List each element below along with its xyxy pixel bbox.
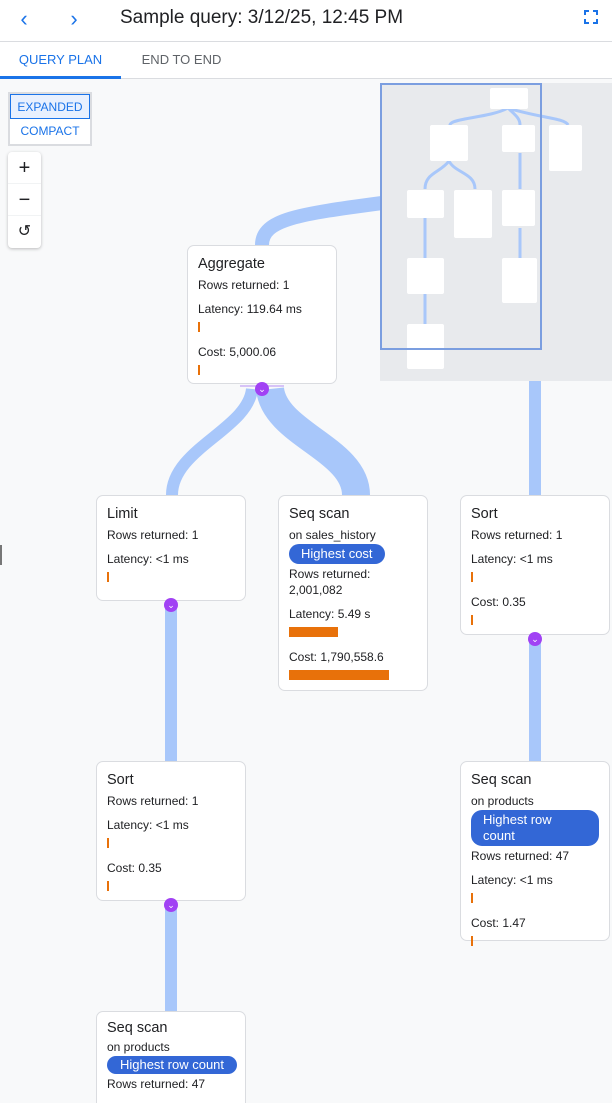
cost-bar [289,670,389,680]
node-name: Sort [107,772,134,788]
rows-returned: Rows returned: [289,567,371,581]
latency-bar [198,322,200,332]
table-name: on products [471,794,534,808]
minimap-node [407,190,444,218]
cost-bar [107,881,109,891]
zoom-controls: + − ↺ [8,152,41,248]
minimap-node [430,125,468,161]
latency-bar [107,838,109,848]
node-sort-right[interactable]: Sort Rows returned: 1 Latency: <1 ms Cos… [460,495,610,635]
highest-row-count-badge: Highest row count [107,1056,237,1074]
cost-bar [198,365,200,375]
cost: Cost: 0.35 [107,861,162,875]
minimap-node [502,190,535,226]
latency: Latency: <1 ms [471,873,553,887]
chevron-down-icon[interactable]: ⌄ [255,382,269,396]
scroll-handle[interactable] [0,545,2,565]
cost: Cost: 5,000.06 [198,345,277,359]
minimap-flows [423,106,570,333]
tab-bar: QUERY PLAN END TO END [0,42,612,79]
fullscreen-icon[interactable] [584,10,598,24]
highest-row-count-badge: Highest row count [471,810,599,846]
rows-returned: Rows returned: 1 [471,528,563,542]
node-name: Limit [107,506,138,522]
node-name: Seq scan [107,1020,168,1036]
chevron-down-icon[interactable]: ⌄ [164,898,178,912]
table-name: on products [107,1040,170,1054]
rows-returned: Rows returned: 1 [198,278,290,292]
node-seq-scan-products-right[interactable]: Seq scan on products Highest row count R… [460,761,610,946]
rows-returned: Rows returned: 1 [107,794,199,808]
minimap-node [490,88,528,109]
minimap-node [454,190,492,238]
cost-bar [471,615,473,625]
chevron-right-icon[interactable]: › [70,6,78,31]
header: ‹ › Sample query: 3/12/25, 12:45 PM [0,0,612,42]
rows-returned-value: 2,001,082 [289,583,343,597]
latency: Latency: <1 ms [471,552,553,566]
chevron-down-icon[interactable]: ⌄ [528,632,542,646]
minimap[interactable] [380,83,612,381]
minimap-viewport[interactable] [380,83,542,350]
node-name: Seq scan [289,506,350,522]
flow-aggregate-limit [166,387,258,496]
view-toggle: EXPANDED COMPACT [8,92,92,146]
latency: Latency: 119.64 ms [198,302,302,316]
latency-bar [107,572,109,582]
latency: Latency: 5.49 s [289,607,371,621]
minimap-node [502,258,537,303]
rows-returned: Rows returned: 47 [107,1077,206,1091]
cost: Cost: 0.35 [471,595,526,609]
rows-returned: Rows returned: 1 [107,528,199,542]
zoom-out-button[interactable]: − [8,184,41,216]
latency: Latency: <1 ms [107,818,189,832]
query-plan-canvas[interactable]: EXPANDED COMPACT + − ↺ Aggregate Rows re… [0,79,612,1103]
expanded-button[interactable]: EXPANDED [10,94,90,119]
latency-bar [471,893,473,903]
chevron-down-icon[interactable]: ⌄ [164,598,178,612]
latency-bar [471,572,473,582]
cost-bar [471,936,473,946]
node-name: Seq scan [471,772,532,788]
tab-query-plan[interactable]: QUERY PLAN [0,42,121,79]
node-sort-left[interactable]: Sort Rows returned: 1 Latency: <1 ms Cos… [96,761,246,901]
tab-end-to-end[interactable]: END TO END [141,52,222,67]
reset-zoom-button[interactable]: ↺ [17,223,32,240]
node-name: Sort [471,506,498,522]
zoom-in-button[interactable]: + [8,152,41,184]
highest-cost-badge: Highest cost [289,544,385,564]
chevron-left-icon[interactable]: ‹ [20,6,28,31]
minimap-node [407,258,444,294]
cost: Cost: 1,790,558.6 [289,650,384,664]
minimap-node [549,125,582,171]
page-title: Sample query: 3/12/25, 12:45 PM [120,7,404,28]
node-seq-scan-sales-history[interactable]: Seq scan on sales_history Highest cost R… [278,495,428,691]
minimap-node [407,324,444,369]
latency: Latency: <1 ms [107,552,189,566]
minimap-node [502,125,535,152]
plan-flows [165,196,541,1011]
node-name: Aggregate [198,256,265,272]
latency-bar [289,627,338,637]
flow-root-aggregate [255,196,383,246]
rows-returned: Rows returned: 47 [471,849,570,863]
node-aggregate[interactable]: Aggregate Rows returned: 1 Latency: 119.… [187,245,337,384]
cost: Cost: 1.47 [471,916,526,930]
node-seq-scan-products-bottom[interactable]: Seq scan on products Highest row count R… [96,1011,246,1103]
compact-button[interactable]: COMPACT [20,124,80,138]
table-name: on sales_history [289,528,376,542]
flow-aggregate-seqscan [256,385,370,497]
node-limit[interactable]: Limit Rows returned: 1 Latency: <1 ms [96,495,246,601]
